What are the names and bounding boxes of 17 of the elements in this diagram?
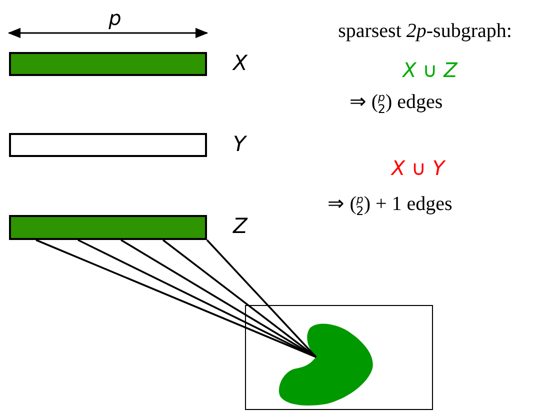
- dimension-label: p: [108, 6, 122, 30]
- connector-line: [206, 239, 317, 358]
- connector-line: [162, 239, 317, 358]
- graph-frame: [245, 305, 433, 410]
- heading-text: sparsest 2p-subgraph:: [338, 19, 512, 43]
- blob-shape: [278, 322, 374, 406]
- connector-line: [120, 239, 316, 358]
- set-label: X: [233, 53, 248, 74]
- set-bar: [9, 215, 207, 240]
- union-label: X ∪ Y: [391, 156, 445, 180]
- set-bar: [9, 133, 207, 157]
- edge-count-text: ⇒ ($^{p}$$_{2}$) edges: [349, 90, 443, 116]
- union-label: X ∪ Z: [402, 58, 458, 82]
- set-label: Z: [233, 216, 248, 237]
- set-bar: [9, 52, 207, 76]
- set-label: Y: [233, 134, 246, 155]
- edge-count-text: ⇒ ($^{p}$$_{2}$) + 1 edges: [328, 192, 452, 218]
